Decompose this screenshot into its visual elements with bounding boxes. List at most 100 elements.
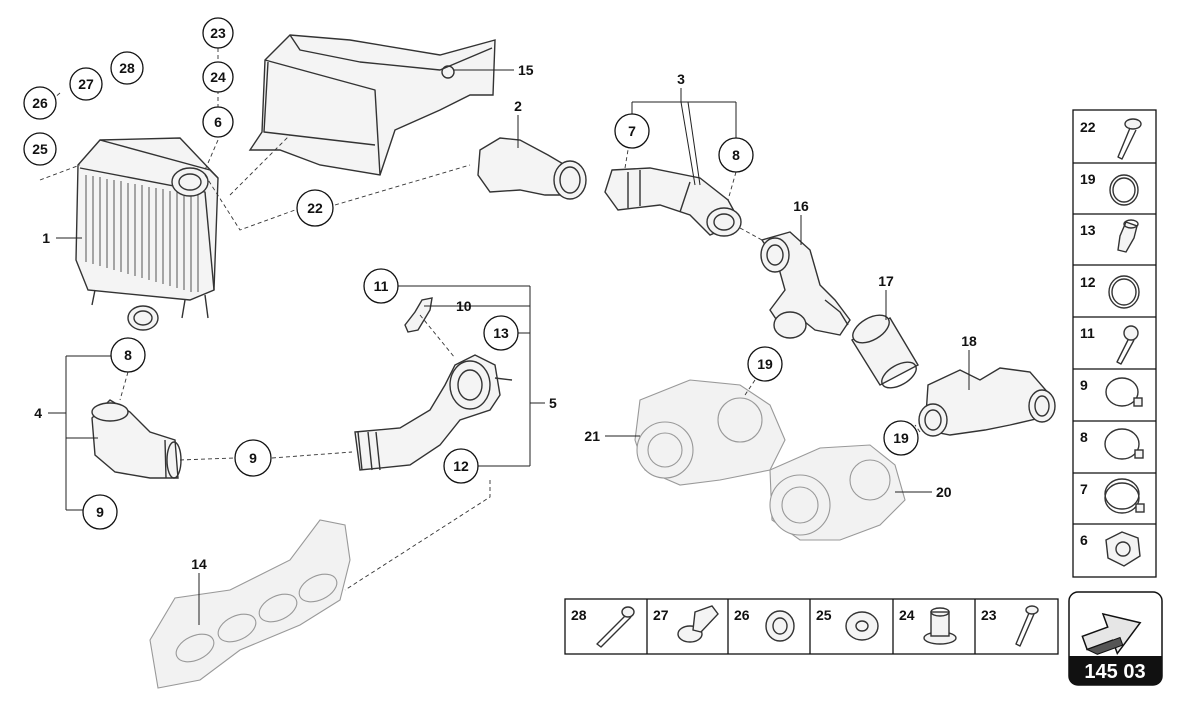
stud-bolt-icon (1015, 605, 1039, 647)
svg-text:27: 27 (78, 76, 94, 92)
svg-text:6: 6 (214, 114, 222, 130)
svg-text:25: 25 (32, 141, 48, 157)
hose-clamp-large-icon (1104, 428, 1144, 460)
label-15: 15 (518, 62, 534, 78)
callout-8-lower: 8 (110, 337, 146, 373)
page-code: 145 03 (1084, 661, 1145, 683)
bottom-parts-panel: 28 27 26 25 24 23 (564, 598, 1059, 655)
label-18: 18 (961, 333, 977, 349)
part-labels: 1 2 3 4 5 10 14 15 16 17 18 20 21 (34, 62, 977, 572)
side-panel-22: 22 (1080, 119, 1096, 135)
label-21: 21 (584, 428, 600, 444)
bottom-panel-28: 28 (571, 607, 587, 623)
side-panel-8: 8 (1080, 429, 1088, 445)
callout-23: 23 (202, 17, 234, 49)
leader-lines (48, 69, 970, 625)
callout-25: 25 (23, 132, 57, 166)
svg-text:19: 19 (893, 430, 909, 446)
svg-text:7: 7 (628, 123, 636, 139)
label-2: 2 (514, 98, 522, 114)
svg-text:23: 23 (210, 25, 226, 41)
label-14: 14 (191, 556, 207, 572)
svg-text:26: 26 (32, 95, 48, 111)
bottom-panel-27: 27 (653, 607, 669, 623)
bottom-panel-23: 23 (981, 607, 997, 623)
svg-text:13: 13 (493, 325, 509, 341)
label-3: 3 (677, 71, 685, 87)
svg-text:22: 22 (307, 200, 323, 216)
part-turbocharger-left (634, 379, 786, 486)
bottom-panel-24: 24 (899, 607, 915, 623)
side-panel-6: 6 (1080, 532, 1088, 548)
part-bracket (404, 297, 433, 333)
washer-icon (845, 611, 879, 641)
svg-text:9: 9 (96, 504, 104, 520)
label-10: 10 (456, 298, 472, 314)
long-bolt-icon (596, 606, 635, 648)
callout-8: 8 (718, 137, 754, 173)
side-panel-11: 11 (1080, 325, 1095, 341)
part-intake-pipe (354, 354, 513, 471)
svg-text:19: 19 (757, 356, 773, 372)
dashed-guides (39, 48, 921, 591)
part-elbow-pipe (760, 231, 851, 339)
part-sleeve (851, 314, 919, 389)
svg-text:24: 24 (210, 69, 226, 85)
callout-9-center: 9 (234, 439, 272, 477)
part-turbocharger-right (769, 444, 906, 541)
bottom-panel-26: 26 (734, 607, 750, 623)
callout-11: 11 (363, 268, 399, 304)
callout-19-left: 19 (747, 346, 783, 382)
screw-plug-icon (1117, 219, 1139, 253)
callout-9-lower: 9 (82, 494, 118, 530)
callout-28: 28 (110, 51, 144, 85)
side-parts-panel: 22 19 13 12 11 9 8 7 6 (1072, 109, 1157, 578)
label-17: 17 (878, 273, 894, 289)
part-intercooler (75, 137, 219, 331)
sleeve-nut-icon (923, 607, 957, 645)
side-panel-9: 9 (1080, 377, 1088, 393)
label-20: 20 (936, 484, 952, 500)
part-hose-lower (91, 399, 182, 479)
callout-12: 12 (443, 448, 479, 484)
hose-clamp-icon (1105, 377, 1143, 407)
callout-24: 24 (202, 61, 234, 93)
side-panel-19: 19 (1080, 171, 1096, 187)
callout-circles: 23 24 6 28 27 26 25 22 7 8 11 13 12 8 9 … (23, 17, 919, 530)
callout-13: 13 (483, 315, 519, 351)
svg-text:12: 12 (453, 458, 469, 474)
side-panel-7: 7 (1080, 481, 1088, 497)
bolt-icon (1117, 118, 1142, 160)
hose-clamp-wide-icon (1104, 478, 1145, 514)
arrow-icon (1081, 612, 1142, 655)
grommet-icon (765, 610, 795, 642)
spacer-icon (677, 605, 719, 643)
bottom-panel-25: 25 (816, 607, 832, 623)
svg-text:11: 11 (374, 278, 389, 294)
label-1: 1 (42, 230, 50, 246)
callout-26: 26 (23, 86, 57, 120)
callout-19-right: 19 (883, 420, 919, 456)
part-intake-manifold (149, 519, 351, 689)
label-16: 16 (793, 198, 809, 214)
svg-text:28: 28 (119, 60, 135, 76)
part-connector (477, 137, 587, 200)
part-air-duct (248, 34, 496, 176)
seal-ring-icon (1108, 275, 1140, 309)
side-panel-13: 13 (1080, 222, 1096, 238)
label-5: 5 (549, 395, 557, 411)
svg-text:9: 9 (249, 450, 257, 466)
callout-27: 27 (69, 67, 103, 101)
part-hose-upper (604, 167, 742, 237)
side-panel-12: 12 (1080, 274, 1096, 290)
callout-6: 6 (202, 106, 234, 138)
part-outlet-pipe (918, 367, 1056, 437)
o-ring-icon (1109, 174, 1139, 206)
label-4: 4 (34, 405, 42, 421)
svg-text:8: 8 (732, 147, 740, 163)
nut-icon (1105, 531, 1141, 567)
nav-arrow-box[interactable]: 145 03 (1068, 591, 1163, 686)
svg-text:8: 8 (124, 347, 132, 363)
screw-icon (1116, 325, 1139, 365)
